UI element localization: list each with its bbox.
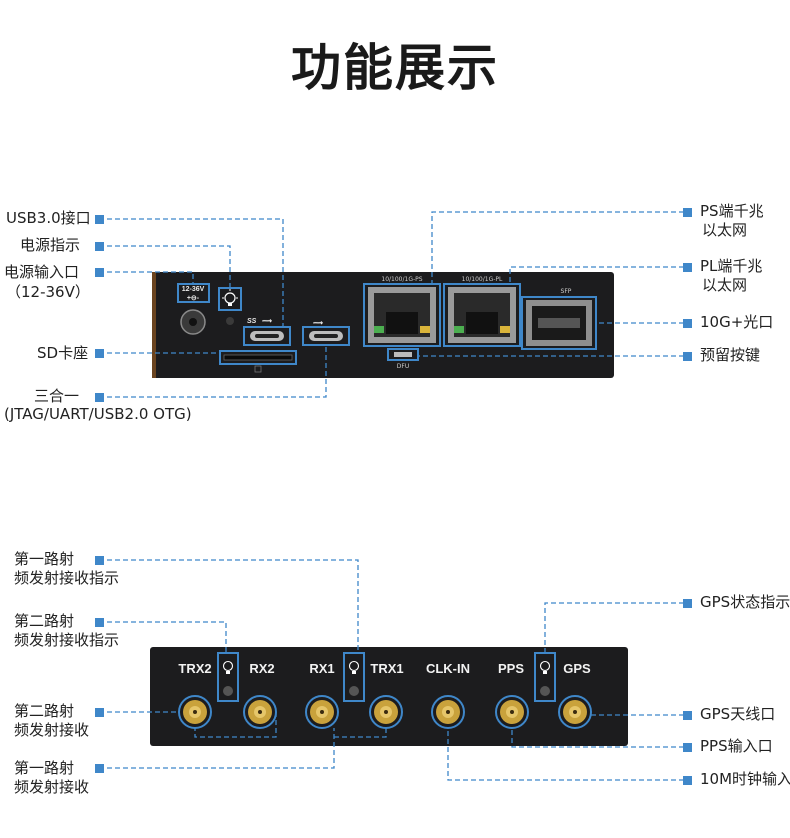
eth-pl-silk: 10/100/1G-PL: [462, 276, 503, 283]
marker-ps-eth: [683, 208, 692, 217]
voltage-silk: 12-36V: [182, 286, 205, 293]
led-bulb-icon: [222, 289, 238, 306]
marker-pl-eth: [683, 263, 692, 272]
label-usb3: USB3.0接口: [6, 209, 91, 227]
gps-silk: GPS: [563, 661, 591, 676]
label-rf1: 第一路射: [14, 759, 75, 777]
label-combo-detail: (JTAG/UART/USB2.0 OTG): [4, 405, 192, 423]
svg-text:+⊖-: +⊖-: [187, 295, 200, 302]
marker-gps-led: [683, 599, 692, 608]
label-ps-eth-2: 以太网: [702, 221, 748, 239]
marker-usb3: [95, 215, 104, 224]
svg-text:⟿: ⟿: [313, 320, 323, 327]
svg-text:⟿: ⟿: [262, 318, 272, 325]
label-rf1-led-2: 频发射接收指示: [14, 569, 120, 587]
marker-sfp: [683, 319, 692, 328]
marker-clk: [683, 776, 692, 785]
sma-gps: [558, 695, 592, 729]
sma-trx2: [178, 695, 212, 729]
clk-in-silk: CLK-IN: [426, 661, 470, 676]
marker-combo: [95, 393, 104, 402]
label-rf1-led: 第一路射: [14, 550, 75, 568]
marker-power-in: [95, 268, 104, 277]
usb3-port-highlight: [243, 326, 291, 346]
combo-port-highlight: [302, 326, 350, 346]
trx2-silk: TRX2: [178, 661, 211, 676]
marker-rf2: [95, 708, 104, 717]
label-gps-led: GPS状态指示: [700, 593, 790, 611]
sma-trx1: [369, 695, 403, 729]
marker-sd: [95, 349, 104, 358]
label-pps: PPS输入口: [700, 737, 773, 755]
marker-rf2-led: [95, 618, 104, 627]
dfu-silk: DFU: [397, 363, 409, 370]
label-clk: 10M时钟输入: [700, 770, 790, 788]
ss-usb-silk: SS: [247, 318, 257, 325]
label-rf1-2: 频发射接收: [14, 778, 90, 796]
sd-slot: [223, 354, 293, 361]
marker-dfu: [683, 352, 692, 361]
label-gps-ant: GPS天线口: [700, 705, 776, 723]
rx2-silk: RX2: [249, 661, 274, 676]
label-rf2: 第二路射: [14, 702, 75, 720]
label-sfp: 10G+光口: [700, 313, 774, 331]
label-power-in: 电源输入口: [4, 263, 80, 281]
sd-slot-highlight: [219, 350, 297, 365]
pps-silk: PPS: [498, 661, 524, 676]
sma-clk-in: [431, 695, 465, 729]
label-power-in-voltage: （12-36V）: [6, 283, 90, 301]
marker-power-led: [95, 242, 104, 251]
marker-rf1: [95, 764, 104, 773]
label-rf2-led: 第二路射: [14, 612, 75, 630]
label-ps-eth: PS端千兆: [700, 202, 764, 220]
eth-ps-silk: 10/100/1G-PS: [381, 276, 422, 283]
label-combo: 三合一: [34, 387, 80, 405]
label-rf2-led-2: 频发射接收指示: [14, 631, 120, 649]
sma-pps: [495, 695, 529, 729]
sma-rx1: [305, 695, 339, 729]
label-reserved-key: 预留按键: [700, 346, 761, 364]
page-title: 功能展示: [291, 39, 499, 97]
marker-rf1-led: [95, 556, 104, 565]
label-pl-eth-2: 以太网: [702, 276, 748, 294]
marker-gps-ant: [683, 711, 692, 720]
sma-rx2: [243, 695, 277, 729]
sfp-silk: SFP: [561, 288, 572, 295]
rx1-silk: RX1: [309, 661, 334, 676]
label-power-led: 电源指示: [20, 236, 81, 254]
trx1-silk: TRX1: [370, 661, 403, 676]
rf2-led-icon: [217, 652, 239, 702]
label-rf2-2: 频发射接收: [14, 721, 90, 739]
label-pl-eth: PL端千兆: [700, 257, 763, 275]
marker-pps: [683, 743, 692, 752]
dfu-button[interactable]: [394, 352, 412, 357]
rf1-led-icon: [343, 652, 365, 702]
label-sd: SD卡座: [37, 344, 89, 362]
